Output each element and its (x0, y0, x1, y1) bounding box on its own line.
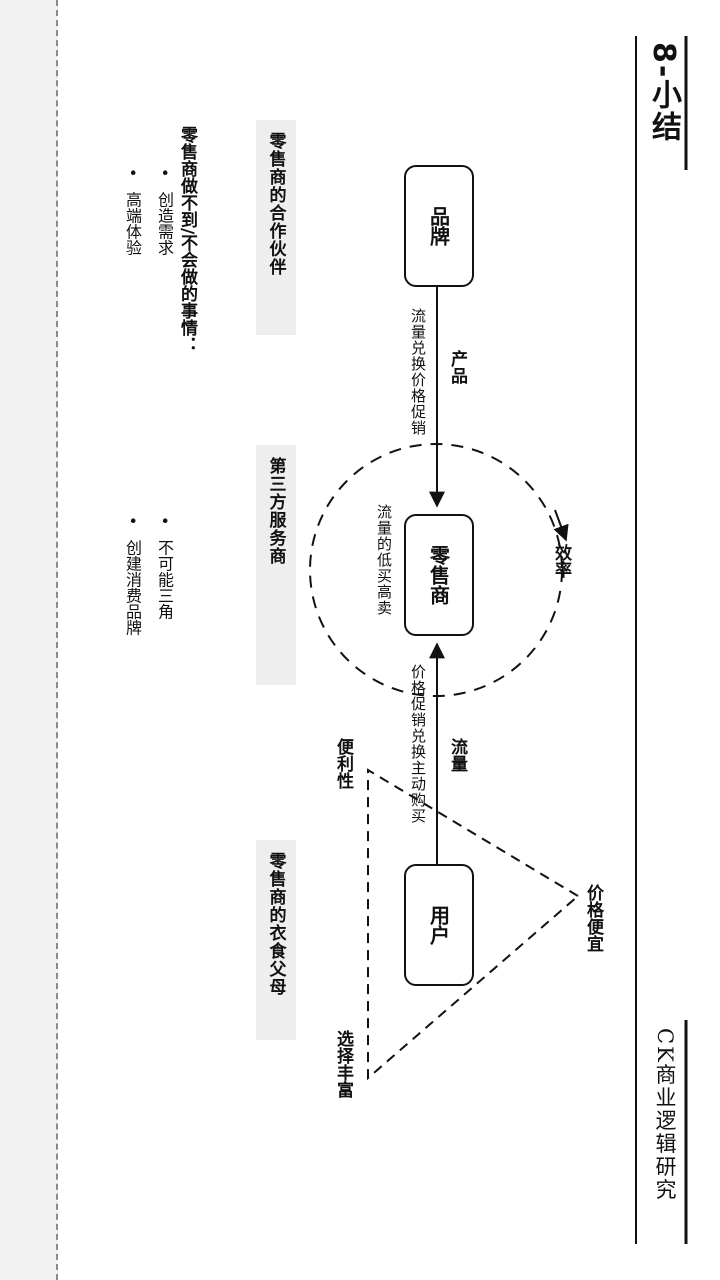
parents-box: 零售商的衣食父母 (256, 840, 296, 1040)
list-item: •创造需求 (155, 168, 174, 256)
cannot-do-left-list: •创造需求 •高端体验 (108, 168, 174, 256)
cannot-do-right-list: •不可能三角 •创建消费品牌 (108, 516, 174, 636)
traffic-label: 流量 (447, 738, 467, 772)
product-label: 产品 (447, 350, 467, 384)
brand-to-retailer-note: 流量兑换价格促销 (409, 308, 427, 436)
cannot-do-heading: 零售商做不到/不会做的事情： (177, 126, 197, 354)
page-title: 8-小结 (646, 42, 681, 144)
third-party-box: 第三方服务商 (256, 445, 296, 685)
list-item: •不可能三角 (155, 516, 174, 620)
partners-box: 零售商的合作伙伴 (256, 120, 296, 335)
triangle-choice-label: 选择丰富 (333, 1030, 353, 1098)
list-item: •高端体验 (123, 168, 142, 256)
user-node: 用户 (404, 864, 474, 986)
triangle-convenience-label: 便利性 (333, 738, 353, 789)
retailer-node: 零售商 (404, 514, 474, 636)
brand-node-label: 品牌 (426, 206, 451, 246)
user-to-retailer-note: 价格促销兑换主动购买 (409, 664, 427, 824)
parents-box-label: 零售商的衣食父母 (265, 852, 286, 996)
retailer-note: 流量的低买高卖 (375, 504, 393, 616)
list-item: •创建消费品牌 (123, 516, 142, 636)
partners-box-label: 零售商的合作伙伴 (265, 132, 286, 276)
brand-node: 品牌 (404, 165, 474, 287)
user-node-label: 用户 (426, 905, 451, 945)
efficiency-arrow (553, 509, 569, 542)
retailer-node-label: 零售商 (426, 545, 451, 605)
left-margin-strip (0, 0, 58, 1280)
triangle-cheap-label: 价格便宜 (583, 884, 603, 952)
third-party-box-label: 第三方服务商 (265, 457, 286, 565)
efficiency-label: 效率 (551, 544, 571, 578)
footer-brand: CK商业逻辑研究 (653, 1028, 677, 1202)
impossible-triangle (367, 768, 580, 1081)
